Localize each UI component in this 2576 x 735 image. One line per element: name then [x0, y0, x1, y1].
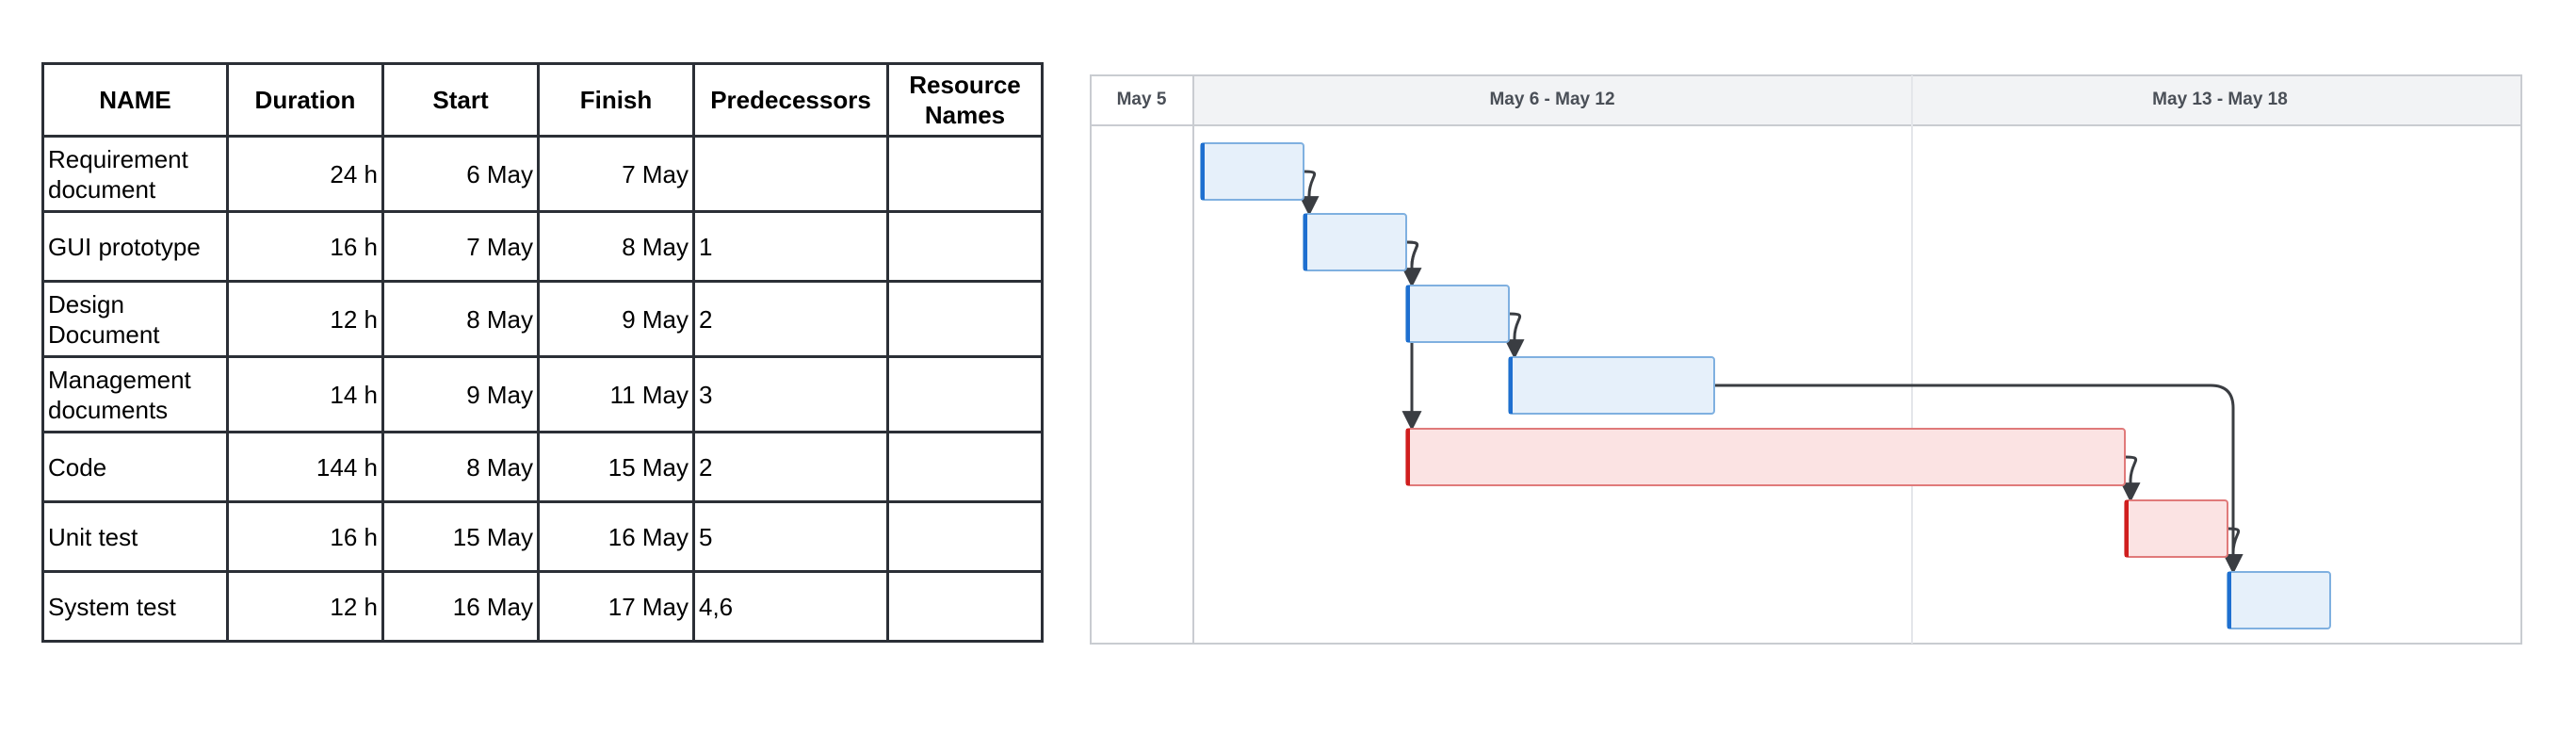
table-header-row: NAME Duration Start Finish Predecessors … — [41, 62, 1044, 138]
start-cell[interactable]: 16 May — [381, 570, 540, 643]
task-bar-accent — [1304, 214, 1307, 270]
finish-cell[interactable]: 15 May — [537, 431, 695, 503]
predecessors-cell[interactable]: 1 — [692, 210, 889, 283]
resources-cell[interactable] — [886, 210, 1044, 283]
duration-cell[interactable]: 16 h — [226, 500, 384, 573]
resources-cell[interactable] — [886, 431, 1044, 503]
task-table: NAME Duration Start Finish Predecessors … — [41, 62, 1044, 643]
task-bar[interactable] — [1303, 213, 1407, 271]
task-bar[interactable] — [1200, 142, 1304, 201]
header-resource-names[interactable]: Resource Names — [886, 62, 1044, 138]
dependency-arrow — [2223, 527, 2244, 575]
period-label: May 13 - May 18 — [2152, 90, 2288, 109]
task-name-cell[interactable]: Code — [41, 431, 229, 503]
duration-cell[interactable]: 14 h — [226, 355, 384, 433]
duration-cell[interactable]: 16 h — [226, 210, 384, 283]
task-bar-accent — [2228, 572, 2231, 629]
task-name-line2: Document — [48, 319, 160, 349]
header-name[interactable]: NAME — [41, 62, 229, 138]
task-bars — [1200, 142, 2331, 629]
timeline-header-bg — [1193, 75, 2521, 125]
critical-task-bar[interactable] — [2124, 499, 2228, 558]
duration-cell[interactable]: 12 h — [226, 280, 384, 358]
table-row[interactable]: System test 12 h 16 May 17 May 4,6 — [41, 570, 1044, 643]
start-cell[interactable]: 6 May — [381, 135, 540, 213]
header-finish[interactable]: Finish — [537, 62, 695, 138]
task-name-line1: System test — [48, 592, 176, 621]
duration-cell[interactable]: 24 h — [226, 135, 384, 213]
predecessors-cell[interactable]: 5 — [692, 500, 889, 573]
header-resource-line2: Names — [924, 101, 1006, 129]
finish-cell[interactable]: 9 May — [537, 280, 695, 358]
task-name-line2: document — [48, 174, 156, 204]
task-name-cell[interactable]: Unit test — [41, 500, 229, 573]
dependency-arrow — [2120, 455, 2141, 503]
task-bar-accent — [1406, 429, 1410, 485]
finish-cell[interactable]: 11 May — [537, 355, 695, 433]
start-cell[interactable]: 8 May — [381, 431, 540, 503]
header-predecessors[interactable]: Predecessors — [692, 62, 889, 138]
start-cell[interactable]: 8 May — [381, 280, 540, 358]
start-cell[interactable]: 15 May — [381, 500, 540, 573]
task-name-line1: GUI prototype — [48, 232, 201, 261]
finish-cell[interactable]: 17 May — [537, 570, 695, 643]
dependency-arrow — [1714, 384, 2244, 575]
task-name-line2: documents — [48, 395, 169, 424]
task-bar[interactable] — [1508, 356, 1715, 415]
resources-cell[interactable] — [886, 500, 1044, 573]
critical-task-bar[interactable] — [1405, 428, 2126, 486]
header-resource-line1: Resource — [909, 71, 1021, 99]
task-name-line1: Unit test — [48, 522, 138, 551]
resources-cell[interactable] — [886, 570, 1044, 643]
start-cell[interactable]: 9 May — [381, 355, 540, 433]
duration-cell[interactable]: 144 h — [226, 431, 384, 503]
task-name-line1: Requirement — [48, 144, 188, 173]
task-bar-accent — [2125, 500, 2129, 557]
finish-cell[interactable]: 7 May — [537, 135, 695, 213]
task-bar[interactable] — [2227, 571, 2331, 629]
header-duration[interactable]: Duration — [226, 62, 384, 138]
resources-cell[interactable] — [886, 280, 1044, 358]
task-bar-accent — [1509, 357, 1513, 414]
table-row[interactable]: Code 144 h 8 May 15 May 2 — [41, 431, 1044, 503]
period-label: May 6 - May 12 — [1489, 90, 1614, 109]
timeline-frame — [1090, 74, 2522, 645]
predecessors-cell[interactable] — [692, 135, 889, 213]
dependency-connectors — [1299, 170, 2244, 575]
finish-cell[interactable]: 8 May — [537, 210, 695, 283]
start-cell[interactable]: 7 May — [381, 210, 540, 283]
table-row[interactable]: GUI prototype 16 h 7 May 8 May 1 — [41, 210, 1044, 283]
task-name-line1: Management — [48, 365, 191, 394]
dependency-arrow — [1401, 240, 1422, 432]
task-name-line1: Code — [48, 452, 107, 482]
finish-cell[interactable]: 16 May — [537, 500, 695, 573]
resources-cell[interactable] — [886, 355, 1044, 433]
task-name-line1: Design — [48, 289, 124, 318]
period-label: May 5 — [1117, 90, 1167, 109]
task-name-cell[interactable]: System test — [41, 570, 229, 643]
task-name-cell[interactable]: GUI prototype — [41, 210, 229, 283]
task-bar-accent — [1201, 143, 1205, 200]
duration-cell[interactable]: 12 h — [226, 570, 384, 643]
task-bar[interactable] — [1405, 285, 1510, 343]
predecessors-cell[interactable]: 4,6 — [692, 570, 889, 643]
table-row[interactable]: Unit test 16 h 15 May 16 May 5 — [41, 500, 1044, 573]
predecessors-cell[interactable]: 2 — [692, 431, 889, 503]
dependency-arrow — [1299, 170, 1320, 217]
dependency-arrow — [1504, 312, 1525, 360]
predecessors-cell[interactable]: 3 — [692, 355, 889, 433]
resources-cell[interactable] — [886, 135, 1044, 213]
task-bar-accent — [1406, 286, 1410, 342]
predecessors-cell[interactable]: 2 — [692, 280, 889, 358]
header-start[interactable]: Start — [381, 62, 540, 138]
